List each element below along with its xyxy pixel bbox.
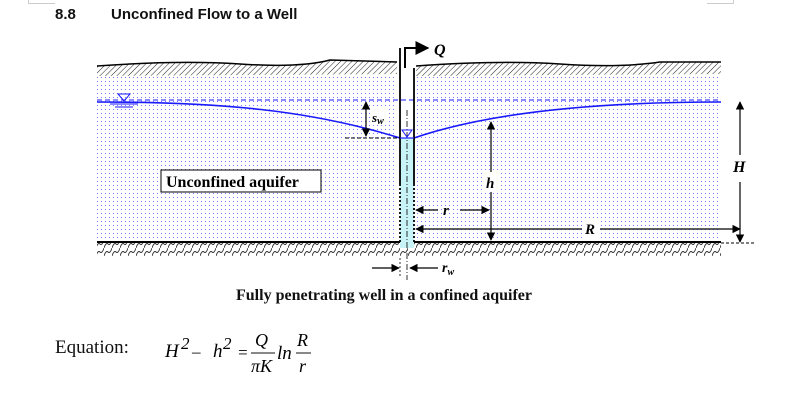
eq-minus: – — [191, 342, 201, 361]
well-radius-label: rw — [442, 261, 454, 278]
radius-label: r — [443, 203, 449, 219]
eq-exp1: 2 — [181, 334, 190, 353]
eq-h: h — [213, 341, 223, 362]
discharge-arrow — [404, 41, 430, 68]
water-table-symbol — [110, 93, 138, 108]
eq-den2: r — [299, 356, 307, 376]
page-corner-mark-left — [28, 0, 55, 4]
eq-ln: ln — [277, 343, 292, 364]
eq-num2: R — [296, 330, 308, 350]
eq-equals: = — [237, 343, 248, 362]
drawdown-curve-right — [413, 101, 722, 139]
ground-surface — [96, 59, 721, 76]
page-corner-mark-right — [707, 0, 734, 4]
eq-num1: Q — [255, 330, 268, 350]
equation: H 2 – h 2 = Q πK ln R r — [164, 322, 365, 388]
aquifer-body — [97, 76, 721, 242]
influence-radius-label: R — [584, 222, 595, 238]
well — [399, 48, 415, 280]
discharge-label: Q — [434, 42, 446, 59]
head-label: h — [486, 176, 494, 192]
section-title: Unconfined Flow to a Well — [111, 6, 298, 23]
eq-den1: πK — [251, 356, 273, 376]
thickness-label: H — [732, 159, 746, 176]
equation-label: Equation: — [55, 337, 129, 358]
eq-exp2: 2 — [223, 334, 232, 353]
aquifer-label: Unconfined aquifer — [166, 174, 299, 191]
section-number: 8.8 — [55, 6, 76, 23]
eq-H: H — [164, 341, 180, 362]
drawdown-label: sw — [371, 110, 384, 127]
impermeable-base — [97, 241, 721, 256]
diagram-caption: Fully penetrating well in a confined aqu… — [236, 287, 532, 304]
aquifer-label-box — [160, 169, 322, 193]
